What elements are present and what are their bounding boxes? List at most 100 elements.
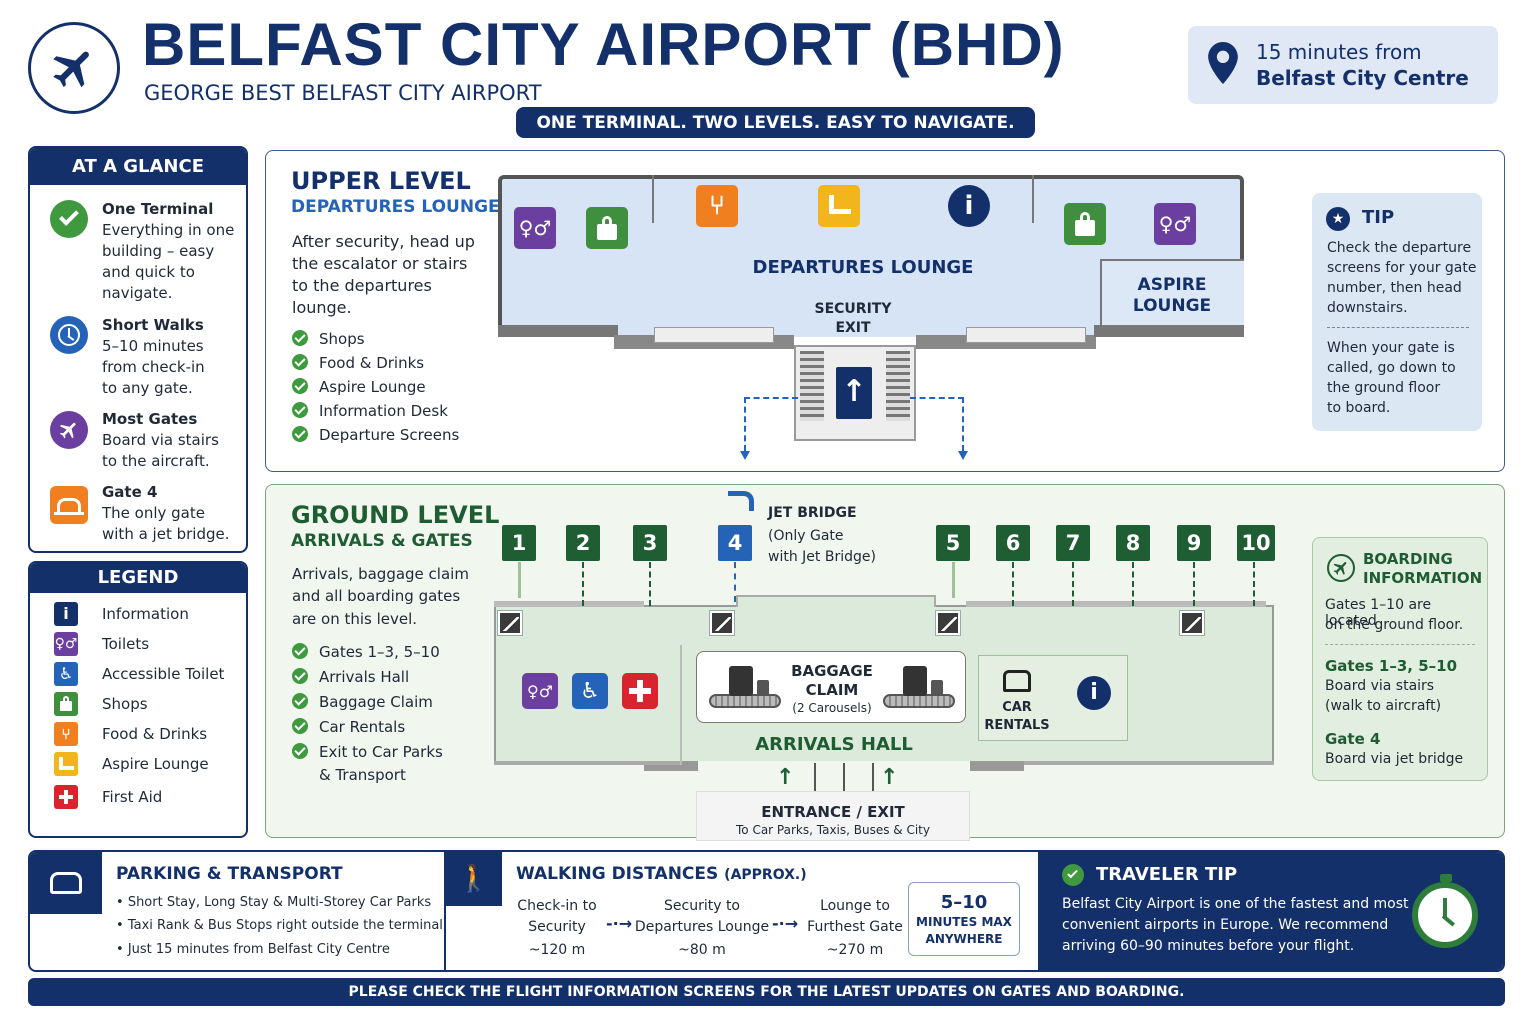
path-line [744, 397, 798, 399]
check-icon [292, 668, 308, 684]
gate-10: 10 [1237, 525, 1275, 561]
dashed-arrow-icon: -·→ [772, 914, 799, 933]
list-item: Gates 1–3, 5–10 [292, 640, 443, 665]
entrance-arrow-icon: ↑ [880, 765, 899, 790]
lounge-chair-icon [818, 185, 860, 227]
walk-step-text: Check-in to [517, 898, 597, 914]
divider [1325, 644, 1475, 645]
boarding-text: on the ground floor. [1325, 617, 1464, 633]
upper-level-subtitle: DEPARTURES LOUNGE [291, 197, 500, 217]
ground-level-title: GROUND LEVEL [291, 501, 500, 529]
entrance-arrow-icon: ↑ [776, 765, 795, 790]
location-line-1: 15 minutes from [1256, 40, 1422, 64]
walk-step-text: Furthest Gate [807, 919, 903, 935]
legend-label: First Aid [102, 788, 163, 806]
ground-level-subtitle: ARRIVALS & GATES [291, 531, 473, 551]
wall [494, 761, 680, 765]
max-time-label: ANYWHERE [925, 932, 1003, 946]
upper-level-panel: UPPER LEVEL DEPARTURES LOUNGE After secu… [265, 150, 1505, 472]
list-item-label: Departure Screens [319, 426, 460, 444]
upper-floor-plan: ASPIRE LOUNGE DEPARTURES LOUNGE SECURITY… [498, 175, 1246, 475]
security-label-2: EXIT [835, 320, 871, 336]
boarding-gates-title: Gates 1–3, 5–10 [1325, 657, 1458, 675]
toilets-icon: ♀♂ [514, 207, 556, 249]
glance-item-text: and quick to [102, 263, 195, 281]
max-time-badge: 5–10 MINUTES MAX ANYWHERE [908, 882, 1020, 956]
car-icon [50, 872, 82, 894]
list-item: Baggage Claim [292, 690, 443, 715]
legend-label: Information [102, 605, 189, 623]
car-rentals-area: CAR RENTALS i [978, 655, 1128, 741]
list-item: Arrivals Hall [292, 665, 443, 690]
boarding-title: INFORMATION [1363, 569, 1483, 587]
walk-step-text: Security to [664, 898, 740, 914]
shopping-bag-icon [1064, 203, 1106, 245]
walk-step-text: Security [528, 919, 586, 935]
gate-5: 5 [936, 525, 970, 561]
toilets-icon: ♀♂ [522, 673, 558, 709]
list-item: Exit to Car Parks [292, 740, 443, 765]
footer-text: PLEASE CHECK THE FLIGHT INFORMATION SCRE… [348, 984, 1185, 1000]
at-a-glance-panel: AT A GLANCE One Terminal Everything in o… [28, 146, 248, 553]
baggage-claim-note: (2 Carousels) [792, 701, 872, 715]
ground-desc: are on this level. [292, 610, 418, 628]
baggage-claim-label: CLAIM [805, 681, 859, 699]
glance-item-text: from check-in [102, 358, 205, 376]
list-item-label: Food & Drinks [319, 354, 425, 372]
banner-text: ONE TERMINAL. TWO LEVELS. EASY TO NAVIGA… [536, 112, 1015, 133]
tip-text: downstairs. [1327, 300, 1408, 316]
entrance-doors [814, 763, 874, 791]
traveler-tip-text: Belfast City Airport is one of the faste… [1062, 896, 1409, 912]
stairs-icon [709, 610, 735, 636]
food-drinks-icon: ⑂ [54, 722, 78, 746]
parking-item: • Taxi Rank & Bus Stops right outside th… [116, 918, 443, 933]
gate-path [1012, 562, 1014, 606]
information-icon: i [1077, 676, 1111, 710]
shopping-bag-icon [586, 207, 628, 249]
luggage-icon [729, 666, 753, 696]
luggage-icon [757, 680, 769, 696]
walking-icon-tile: 🚶 [446, 852, 502, 906]
list-item-label: Baggage Claim [319, 693, 433, 711]
traveler-tip-text: convenient airports in Europe. We recomm… [1062, 917, 1389, 933]
wall [970, 761, 1024, 771]
up-arrow-icon: ↑ [836, 367, 872, 419]
gate-2: 2 [566, 525, 600, 561]
list-item-label: Arrivals Hall [319, 668, 410, 686]
bottom-info-strip: PARKING & TRANSPORT • Short Stay, Long S… [28, 850, 1505, 972]
traveler-tip-text: arriving 60–90 minutes before your fligh… [1062, 938, 1355, 954]
legend-label: Accessible Toilet [102, 665, 225, 683]
list-item-label: Information Desk [319, 402, 448, 420]
walking-title-text: WALKING DISTANCES [516, 864, 719, 884]
check-icon [292, 354, 308, 370]
walk-step-text: Lounge to [820, 898, 890, 914]
escalator-steps [800, 351, 824, 421]
boarding-text: Board via stairs [1325, 678, 1435, 694]
tip-text: number, then head [1327, 280, 1462, 296]
upper-desc: the escalator or stairs [292, 254, 468, 273]
stairs-icon [935, 610, 961, 636]
carousel-icon [883, 694, 955, 708]
arrivals-hall-label: ARRIVALS HALL [755, 734, 913, 755]
gate-path [649, 562, 651, 606]
footer-banner: PLEASE CHECK THE FLIGHT INFORMATION SCRE… [28, 978, 1505, 1006]
list-item-label: Car Rentals [319, 718, 406, 736]
traveler-tip-panel: TRAVELER TIP Belfast City Airport is one… [1038, 852, 1503, 970]
glance-item-title: Gate 4 [102, 483, 158, 501]
glance-item-text: Everything in one [102, 221, 235, 239]
gate-3: 3 [633, 525, 667, 561]
parking-item-label: Short Stay, Long Stay & Multi-Storey Car… [127, 895, 432, 910]
tip-text: screens for your gate [1327, 260, 1477, 276]
walk-step-distance: ~270 m [826, 942, 884, 958]
upper-desc: After security, head up [292, 232, 475, 251]
max-time-value: 5–10 [940, 892, 988, 913]
ground-level-panel: GROUND LEVEL ARRIVALS & GATES Arrivals, … [265, 484, 1505, 841]
legend-label: Aspire Lounge [102, 755, 209, 773]
list-item-label: Gates 1–3, 5–10 [319, 643, 440, 661]
glance-item-text: Board via stairs [102, 431, 219, 449]
upper-feature-list: Shops Food & Drinks Aspire Lounge Inform… [292, 327, 459, 447]
check-icon [292, 643, 308, 659]
wall [680, 645, 682, 765]
tip-card: ★ TIP Check the departure screens for yo… [1312, 193, 1482, 431]
glance-item-title: Short Walks [102, 316, 204, 334]
